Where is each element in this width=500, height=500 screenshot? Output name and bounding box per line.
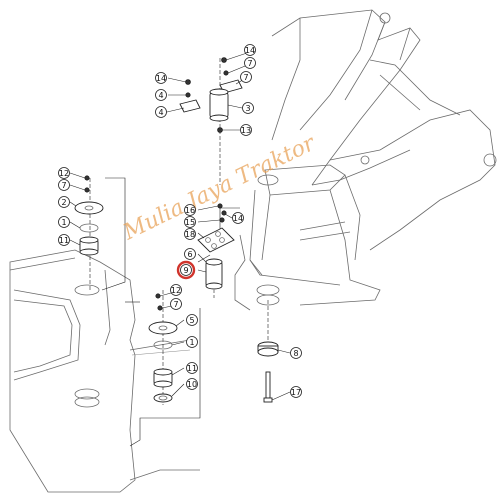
right-pivot-assembly [257, 300, 279, 403]
callout-circle [155, 89, 167, 101]
callout-circle [290, 347, 302, 359]
callout-14: 14 [232, 212, 244, 224]
callout-8: 8 [290, 347, 302, 359]
callout-12: 12 [58, 167, 70, 179]
callout-label: 14 [245, 46, 255, 55]
callout-7: 7 [58, 179, 70, 191]
callout-1: 1 [58, 216, 70, 228]
callout-5: 5 [186, 314, 198, 326]
left-frame-panel [9, 249, 200, 493]
callout-label: 12 [171, 286, 181, 295]
callout-9: 9 [180, 264, 192, 276]
callout-label: 14 [233, 214, 243, 223]
callout-circle [242, 102, 254, 114]
middle-pin-assembly [197, 203, 235, 300]
callout-18: 18 [184, 228, 196, 240]
callout-circle [184, 204, 196, 216]
callout-label: 18 [185, 230, 195, 239]
callout-label: 12 [59, 169, 69, 178]
callout-circle [244, 57, 256, 69]
callout-label: 1 [189, 338, 194, 347]
callout-label: 14 [156, 74, 166, 83]
callout-7: 7 [170, 298, 182, 310]
callout-label: 9 [183, 266, 188, 275]
highlight-ring-part-9 [176, 260, 196, 280]
callout-1: 1 [186, 336, 198, 348]
callout-circle [170, 284, 182, 296]
loader-frame-outline [234, 9, 497, 311]
callout-11: 11 [58, 234, 70, 246]
callout-label: 4 [158, 91, 163, 100]
callout-circle [244, 44, 256, 56]
callout-label: 2 [61, 198, 66, 207]
callout-circle [232, 212, 244, 224]
callout-10: 10 [186, 378, 198, 390]
callout-label: 7 [247, 59, 252, 68]
callout-label: 13 [241, 126, 251, 135]
callout-3: 3 [242, 102, 254, 114]
callout-label: 7 [173, 300, 178, 309]
top-pin-assembly [179, 57, 243, 185]
assembly-dashed-outlines [101, 177, 240, 447]
callout-6: 6 [184, 248, 196, 260]
callout-4: 4 [155, 89, 167, 101]
callout-circle [58, 179, 70, 191]
callout-label: 6 [187, 250, 192, 259]
callout-label: 5 [189, 316, 194, 325]
callout-circle [58, 167, 70, 179]
callout-circle [155, 106, 167, 118]
callout-circle [170, 298, 182, 310]
callout-circle [155, 72, 167, 84]
callout-2: 2 [58, 196, 70, 208]
callout-circle [240, 71, 252, 83]
callout-label: 3 [245, 104, 250, 113]
callout-17: 17 [290, 386, 302, 398]
callout-label: 16 [185, 206, 195, 215]
callout-circle [58, 234, 70, 246]
callout-7: 7 [240, 71, 252, 83]
callout-label: 8 [293, 349, 298, 358]
callout-circle [240, 124, 252, 136]
callout-circle [186, 336, 198, 348]
callout-7: 7 [244, 57, 256, 69]
callout-label: 10 [187, 380, 197, 389]
callout-15: 15 [184, 216, 196, 228]
callout-label: 1 [61, 218, 66, 227]
callout-label: 11 [187, 364, 197, 373]
callout-label: 17 [291, 388, 301, 397]
callout-circle [186, 378, 198, 390]
callout-circle [184, 228, 196, 240]
callout-circle [58, 216, 70, 228]
callout-label: 11 [59, 236, 69, 245]
callout-label: 7 [61, 181, 66, 190]
callout-circle [186, 362, 198, 374]
upper-left-bearing-stack [74, 175, 104, 290]
callout-circle [290, 386, 302, 398]
callout-circle [58, 196, 70, 208]
callout-11: 11 [186, 362, 198, 374]
callout-label: 4 [158, 108, 163, 117]
callout-16: 16 [184, 204, 196, 216]
callout-14: 14 [155, 72, 167, 84]
callout-13: 13 [240, 124, 252, 136]
callout-circle [184, 216, 196, 228]
watermark-text: Mulia Jaya Traktor [119, 130, 321, 245]
callout-label: 7 [243, 73, 248, 82]
callout-circle [184, 248, 196, 260]
callout-circle [180, 264, 192, 276]
callout-circle [186, 314, 198, 326]
callout-14: 14 [244, 44, 256, 56]
callout-label: 15 [185, 218, 195, 227]
callout-12: 12 [170, 284, 182, 296]
callout-4: 4 [155, 106, 167, 118]
lower-left-bearing-stack [148, 290, 178, 405]
